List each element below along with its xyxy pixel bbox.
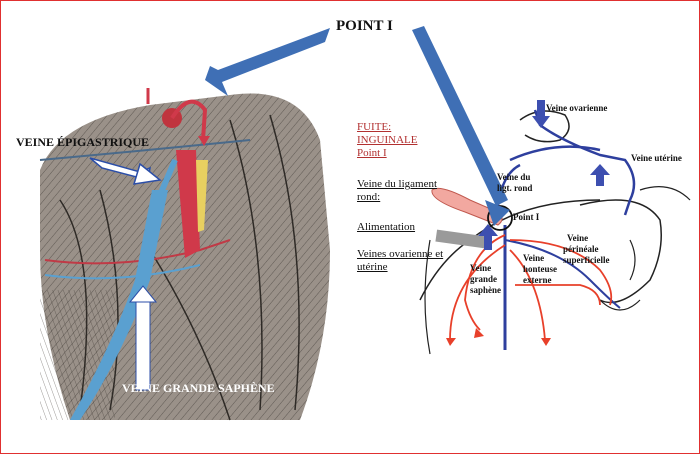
uterine-arrow xyxy=(590,164,610,186)
label-veine-ovarienne: Veine ovarienne xyxy=(546,103,608,113)
inguinal-ligament xyxy=(39,139,251,161)
label-ligt-rond-2: ligt. rond xyxy=(497,183,533,193)
legend-ovarienne-1: Veines ovarienne et xyxy=(357,248,444,260)
legend-alimentation: Alimentation xyxy=(357,221,416,233)
label-veine-epigastrique: VEINE ÉPIGASTRIQUE xyxy=(16,135,150,149)
reflux-arrowhead-left xyxy=(198,136,210,146)
epigastric-arrow xyxy=(89,157,162,185)
legend-ligament-2: rond: xyxy=(357,191,381,203)
label-grande-1: Veine xyxy=(470,263,492,273)
point-i-arrow-right xyxy=(412,26,508,206)
label-grande-2: grande xyxy=(470,274,497,284)
reflux-path-2 xyxy=(449,244,506,341)
reflux-curve-left xyxy=(170,99,208,141)
epigastric-vein xyxy=(157,158,178,197)
reflux-path-5 xyxy=(515,284,601,306)
legend-ovarienne-2: utérine xyxy=(357,261,388,273)
ovarian-arrow xyxy=(532,100,550,128)
label-perineale-2: périnéale xyxy=(563,244,599,254)
saphene-arrow xyxy=(128,285,158,391)
inguinal-band xyxy=(435,229,487,249)
label-honteuse-3: externe xyxy=(523,275,552,285)
legend-fuite-1: FUITE: xyxy=(357,121,392,133)
label-veine-uterine: Veine utérine xyxy=(631,153,682,163)
legend-ligament-1: Veine du ligament xyxy=(357,178,438,190)
reflux-path-3 xyxy=(509,249,546,341)
circumflex-vein xyxy=(44,264,201,280)
reflux-path-4 xyxy=(509,239,613,306)
label-ligt-rond-1: Veine du xyxy=(497,172,531,182)
label-grande-3: saphène xyxy=(470,285,502,295)
femoral-artery xyxy=(176,150,200,258)
legend-fuite-2: INGUINALE xyxy=(357,134,418,146)
point-i-up-arrow xyxy=(478,224,498,250)
legend-fuite-3: Point I xyxy=(357,147,387,159)
point-i-arrow-left xyxy=(205,28,330,96)
ligament-shape xyxy=(431,187,503,226)
label-honteuse-2: honteuse xyxy=(523,264,558,274)
perineal-vein xyxy=(504,239,621,309)
page-title: POINT I xyxy=(336,18,393,34)
label-perineale-1: Veine xyxy=(567,233,589,243)
ovarian-vein-path xyxy=(533,109,636,216)
label-perineale-3: superficielle xyxy=(563,255,610,265)
great-saphenous-vein-anatomy xyxy=(70,190,168,420)
label-veine-grande-saphene: VEINE GRANDE SAPHÈNE xyxy=(122,381,275,395)
uterus-outline xyxy=(579,199,662,304)
label-honteuse-1: Veine xyxy=(523,253,545,263)
femoral-nerve xyxy=(196,160,208,232)
label-point-i: Point I xyxy=(513,212,540,222)
